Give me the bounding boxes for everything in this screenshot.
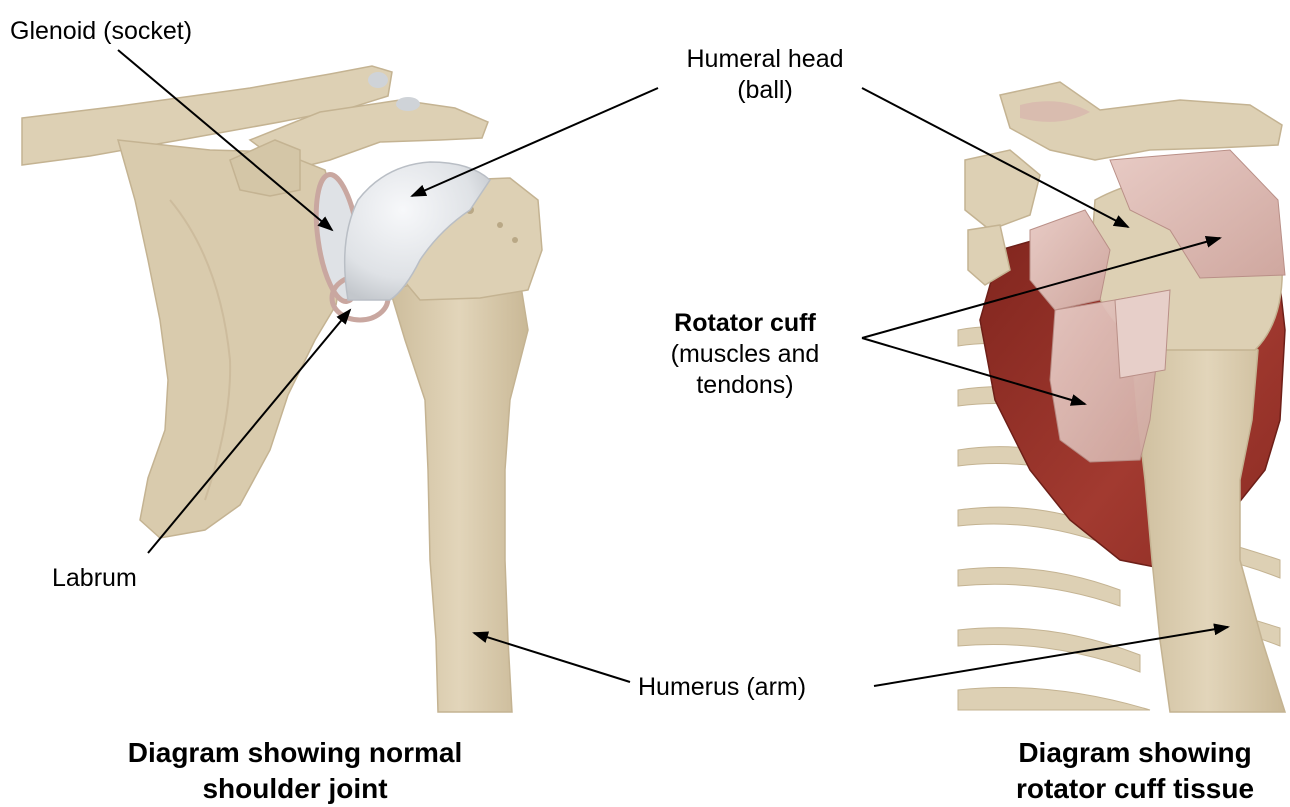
right-caption: Diagram showing rotator cuff tissue [990,735,1280,807]
coracoid [230,140,300,196]
glenoid-label: Glenoid (socket) [10,16,192,47]
rotator-cuff-label-line3: tendons) [640,370,850,401]
labrum-label: Labrum [52,563,137,594]
left-caption: Diagram showing normal shoulder joint [70,735,520,807]
right-caption-line2: rotator cuff tissue [990,771,1280,807]
humeral-head-label: Humeral head (ball) [650,44,880,106]
humeral-head-arrow-left [412,88,658,196]
rotator-cuff-label-line2: (muscles and [640,339,850,370]
left-caption-line1: Diagram showing normal [70,735,520,771]
humerus-label: Humerus (arm) [638,672,806,703]
humeral-head-label-line2: (ball) [650,75,880,106]
rotator-cuff-label: Rotator cuff (muscles and tendons) [640,308,850,401]
left-shoulder-illustration [22,66,542,712]
humerus-shaft [390,270,528,712]
humeral-head-label-line1: Humeral head [650,44,880,75]
rotator-cuff-label-title: Rotator cuff [640,308,850,339]
right-caption-line1: Diagram showing [990,735,1280,771]
right-shoulder-illustration [958,82,1285,712]
left-caption-line2: shoulder joint [70,771,520,807]
scapula [118,140,342,538]
